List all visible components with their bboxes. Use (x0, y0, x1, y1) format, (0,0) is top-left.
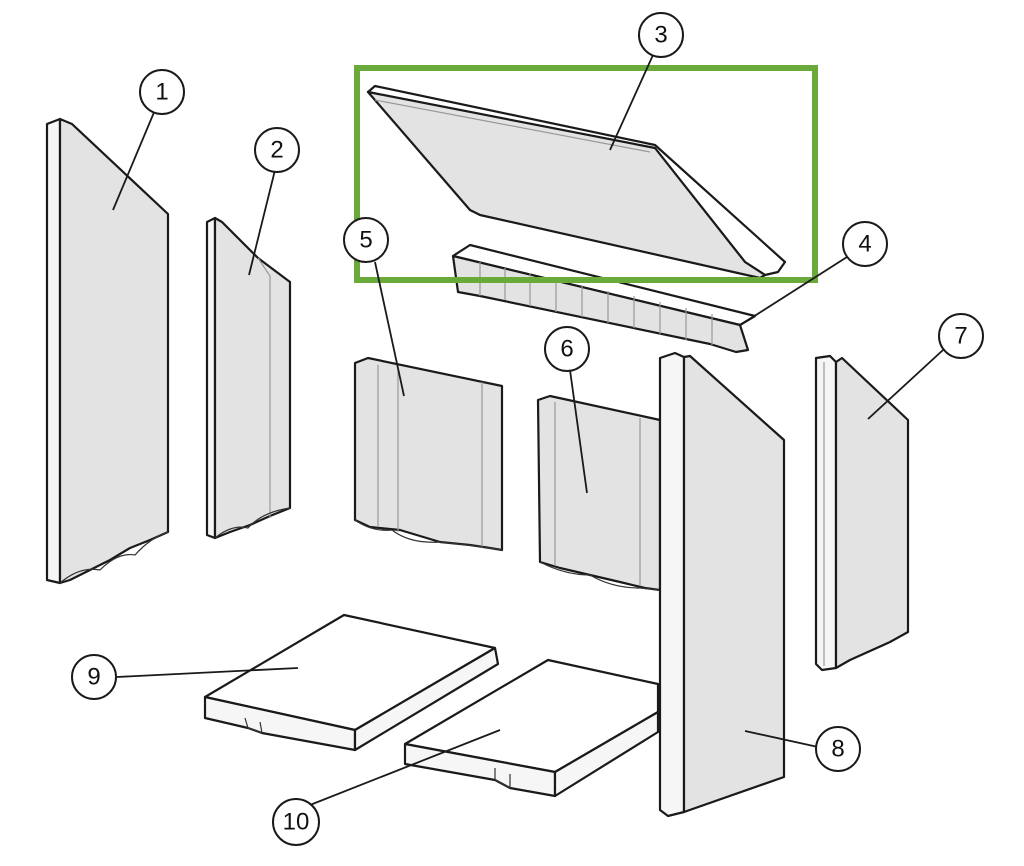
part-1-left-side-brick[interactable] (45, 117, 170, 585)
callout-label: 7 (954, 323, 967, 350)
part-2-left-side-brick[interactable] (205, 216, 292, 540)
callout-label: 9 (87, 664, 100, 691)
leader-line-9 (116, 667, 299, 678)
callout-circle (638, 12, 684, 58)
leader-line-5 (374, 261, 405, 397)
callout-circle (815, 726, 861, 772)
leader-line-6 (569, 369, 588, 494)
leader-line-3 (609, 54, 654, 151)
callout-label: 3 (654, 22, 667, 49)
callout-circle (272, 798, 320, 846)
part-3-baffle-plate[interactable] (366, 84, 787, 280)
callout-4: 4 (842, 221, 888, 267)
callout-label: 2 (270, 137, 283, 164)
callout-circle (254, 127, 300, 173)
leader-line-2 (248, 169, 276, 276)
leader-line-7 (867, 349, 944, 420)
leader-line-10 (309, 729, 501, 806)
callout-label: 8 (831, 736, 844, 763)
callout-label: 5 (359, 227, 372, 254)
callout-label: 4 (858, 231, 871, 258)
callout-circle (938, 313, 984, 359)
leader-lines (112, 54, 944, 806)
callout-1: 1 (139, 69, 185, 115)
callout-label: 1 (155, 79, 168, 106)
part-6-back-panel[interactable] (536, 394, 662, 592)
leader-line-4 (744, 256, 848, 323)
callout-circle (71, 654, 117, 700)
callout-10: 10 (272, 798, 320, 846)
part-8-right-side-brick[interactable] (658, 351, 786, 818)
callout-7: 7 (938, 313, 984, 359)
part-7-right-side-brick[interactable] (814, 354, 910, 672)
callout-circle (139, 69, 185, 115)
part-10-base-plate[interactable] (403, 658, 660, 798)
callout-5: 5 (343, 217, 389, 263)
callout-circle (343, 217, 389, 263)
callout-2: 2 (254, 127, 300, 173)
callout-circle (544, 326, 590, 372)
callout-6: 6 (544, 326, 590, 372)
leader-line-8 (744, 730, 819, 748)
callout-8: 8 (815, 726, 861, 772)
callout-circle (842, 221, 888, 267)
callout-9: 9 (71, 654, 117, 700)
callout-label: 6 (560, 336, 573, 363)
highlight-box-part-3 (354, 65, 818, 283)
leader-line-1 (112, 109, 156, 211)
part-9-base-plate[interactable] (203, 613, 500, 752)
part-5-back-panel[interactable] (353, 356, 504, 552)
callout-label: 10 (283, 809, 310, 836)
callout-3: 3 (638, 12, 684, 58)
